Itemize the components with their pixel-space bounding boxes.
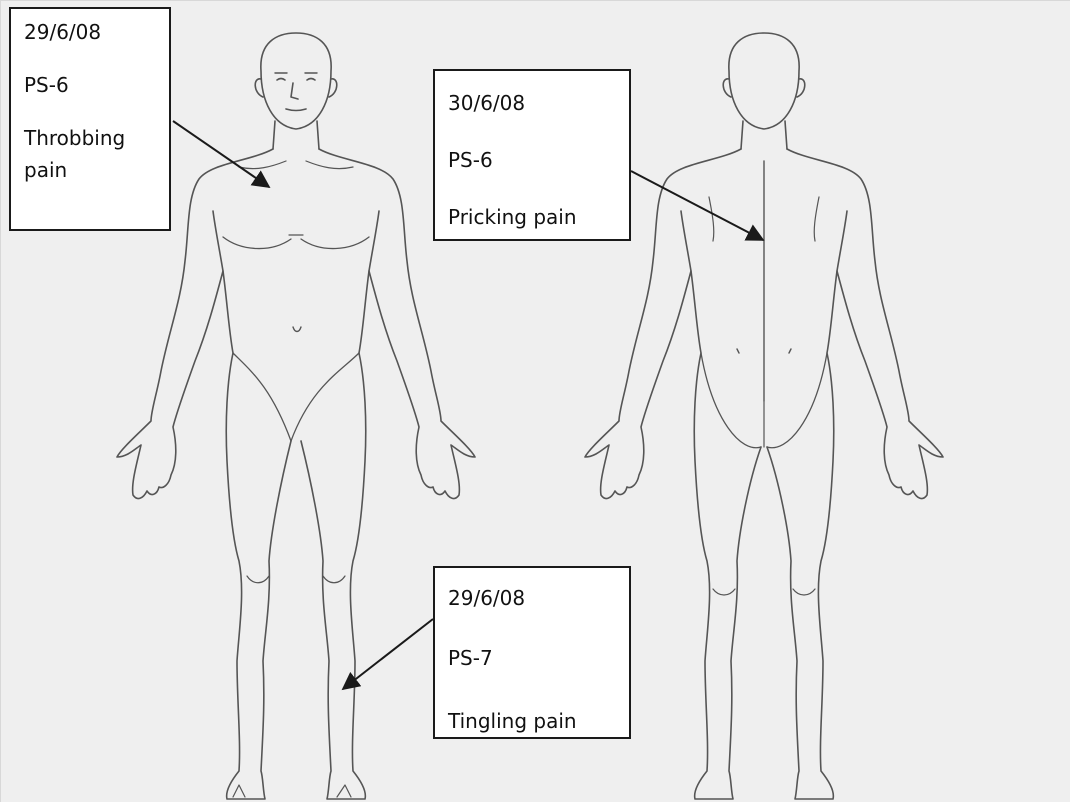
annotation-pain-type: Throbbing xyxy=(24,128,125,148)
annotation-date: 29/6/08 xyxy=(448,588,525,608)
annotation-pain-type-cont: pain xyxy=(24,160,67,180)
annotation-code: PS-6 xyxy=(448,150,493,170)
back-body-figure xyxy=(585,33,943,799)
annotation-box-lower-leg: 29/6/08 PS-7 Tingling pain xyxy=(433,566,631,739)
back-right-side-outline xyxy=(767,149,943,799)
arrow-to-lower-leg xyxy=(343,619,433,689)
annotation-code: PS-6 xyxy=(24,75,69,95)
front-left-side-outline xyxy=(117,149,291,799)
arrow-to-chest xyxy=(173,121,269,187)
annotation-box-chest: 29/6/08 PS-6 Throbbing pain xyxy=(9,7,171,231)
annotation-date: 30/6/08 xyxy=(448,93,525,113)
annotation-pain-type: Pricking pain xyxy=(448,207,577,227)
annotation-pain-type: Tingling pain xyxy=(448,711,577,731)
arrow-to-upper-back xyxy=(631,171,763,240)
front-head-outline xyxy=(261,33,331,129)
annotation-code: PS-7 xyxy=(448,648,493,668)
back-head-outline xyxy=(729,33,799,129)
annotation-date: 29/6/08 xyxy=(24,22,101,42)
annotation-box-upper-back: 30/6/08 PS-6 Pricking pain xyxy=(433,69,631,241)
